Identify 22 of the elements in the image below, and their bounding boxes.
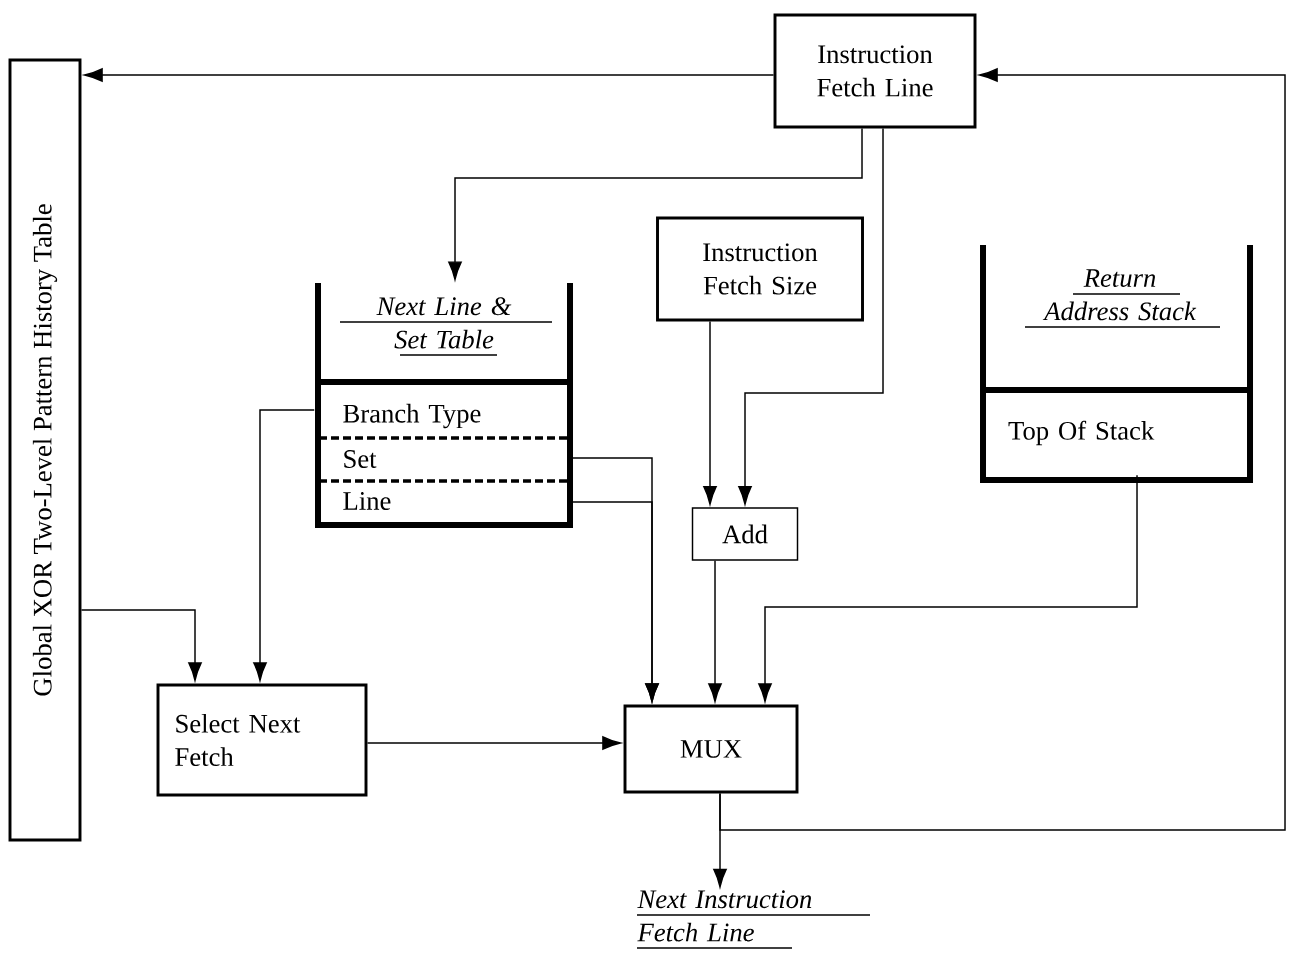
process-box: Select Next Fetch	[156, 683, 368, 797]
arrow	[84, 68, 775, 82]
arrow	[703, 320, 717, 505]
table-row: Line	[319, 479, 570, 510]
arrow	[738, 127, 884, 505]
arrow	[571, 501, 659, 702]
table-box: Global XOR Two-Level Pattern History Table	[8, 58, 82, 842]
adder-box: Add	[691, 507, 799, 561]
arrow	[80, 609, 202, 681]
output-label: Next Instruction Fetch Line	[636, 890, 871, 949]
arrow	[366, 736, 621, 750]
process-box: Instruction Fetch Line	[773, 13, 977, 129]
table-row: Branch Type	[343, 403, 481, 429]
arrow	[448, 127, 863, 281]
arrow	[708, 560, 722, 702]
process-box: MUX	[623, 704, 799, 794]
process-box: Instruction Fetch Size	[656, 216, 864, 322]
arrow	[758, 474, 1138, 702]
table-row: Top Of Stack	[1008, 420, 1155, 446]
arrow	[253, 409, 315, 681]
arrow	[719, 68, 1286, 831]
table-row: Set	[319, 436, 570, 468]
